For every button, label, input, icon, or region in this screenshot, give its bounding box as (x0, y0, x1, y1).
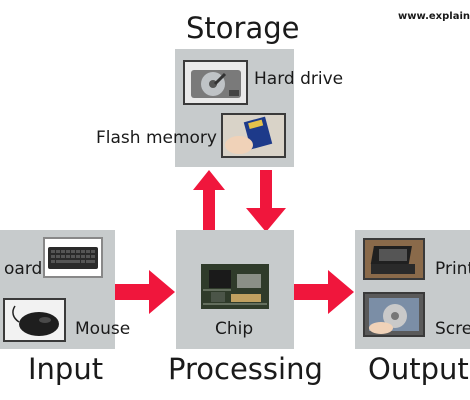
output-item-label: Print (435, 259, 470, 279)
output-title: Output (368, 352, 469, 386)
arrow-up-icon (193, 170, 225, 232)
storage-title: Storage (186, 11, 300, 45)
input-title: Input (28, 352, 104, 386)
arrow-right-icon (115, 270, 175, 314)
hard-drive-icon (183, 60, 248, 105)
arrow-right-icon (294, 270, 354, 314)
printer-icon (363, 238, 425, 280)
processing-item-label: Chip (215, 319, 254, 339)
input-item-label: oard (4, 259, 43, 279)
arrow-down-icon (246, 170, 286, 232)
mouse-icon (3, 298, 66, 342)
storage-item-label: Hard drive (254, 69, 344, 89)
keyboard-icon (43, 237, 103, 278)
output-item-label: Scre (435, 319, 470, 339)
storage-item-label: Flash memory (96, 128, 217, 148)
processing-title: Processing (168, 352, 323, 386)
chip-icon (201, 264, 269, 309)
flash-memory-icon (221, 113, 286, 158)
credit-text: www.explaintha (398, 11, 470, 22)
input-item-label: Mouse (75, 319, 131, 339)
screen-icon (363, 292, 425, 337)
